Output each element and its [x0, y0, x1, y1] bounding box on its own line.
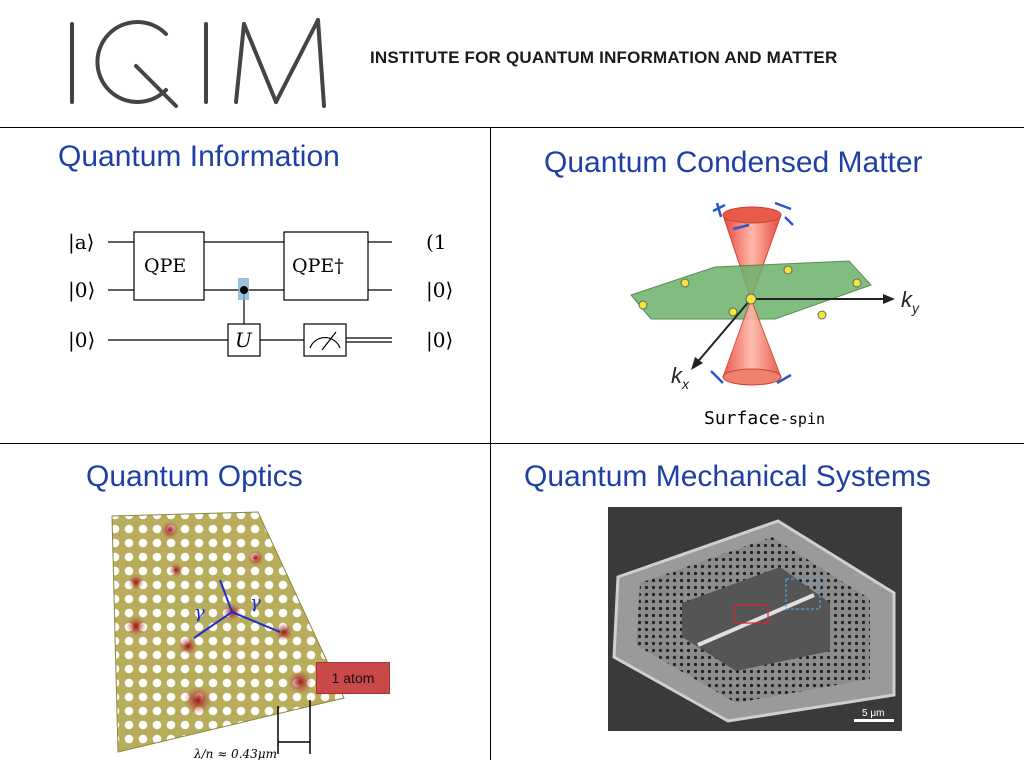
quantum-optics-title: Quantum Optics	[86, 460, 303, 493]
institute-title: INSTITUTE FOR QUANTUM INFORMATION AND MA…	[370, 48, 838, 67]
sem-scale-bar-label: 5 μm	[862, 708, 884, 719]
svg-text:ky: ky	[901, 287, 920, 316]
sem-micrograph: 5 μm	[608, 507, 902, 731]
quantum-information-title: Quantum Information	[58, 140, 340, 173]
photonic-crystal-figure: γ γ λ/n ≈ 0.43μm	[108, 508, 348, 761]
circuit-output-1: (1	[426, 230, 447, 254]
svg-text:kx: kx	[671, 363, 690, 392]
circuit-input-a: |a⟩	[68, 230, 94, 255]
circuit-input-0b: |0⟩	[68, 328, 95, 353]
surface-spin-caption: Surface-spin	[704, 408, 826, 429]
circuit-input-0a: |0⟩	[68, 278, 95, 303]
quantum-mechanical-systems-title: Quantum Mechanical Systems	[524, 460, 931, 493]
quantum-condensed-matter-title: Quantum Condensed Matter	[544, 146, 923, 179]
gate-qpe: QPE	[144, 255, 186, 277]
quantum-circuit-diagram: |a⟩ |0⟩ |0⟩ QPE QPE† U (1 |0⟩ |0⟩	[60, 220, 460, 370]
gate-u: U	[235, 328, 253, 352]
circuit-output-0b: |0⟩	[426, 328, 453, 353]
header-divider	[0, 127, 1024, 128]
middle-divider	[0, 443, 1024, 444]
dirac-cone-figure: ky kx	[625, 195, 935, 400]
gamma-right: γ	[250, 592, 261, 613]
one-atom-label: 1 atom	[316, 662, 390, 694]
lattice-scale-text: λ/n ≈ 0.43μm	[193, 747, 277, 760]
iqim-logo	[66, 14, 328, 110]
gamma-left: γ	[194, 602, 205, 623]
circuit-output-0a: |0⟩	[426, 278, 453, 303]
gate-qpe-dagger: QPE†	[292, 255, 344, 277]
vertical-divider	[490, 127, 491, 760]
